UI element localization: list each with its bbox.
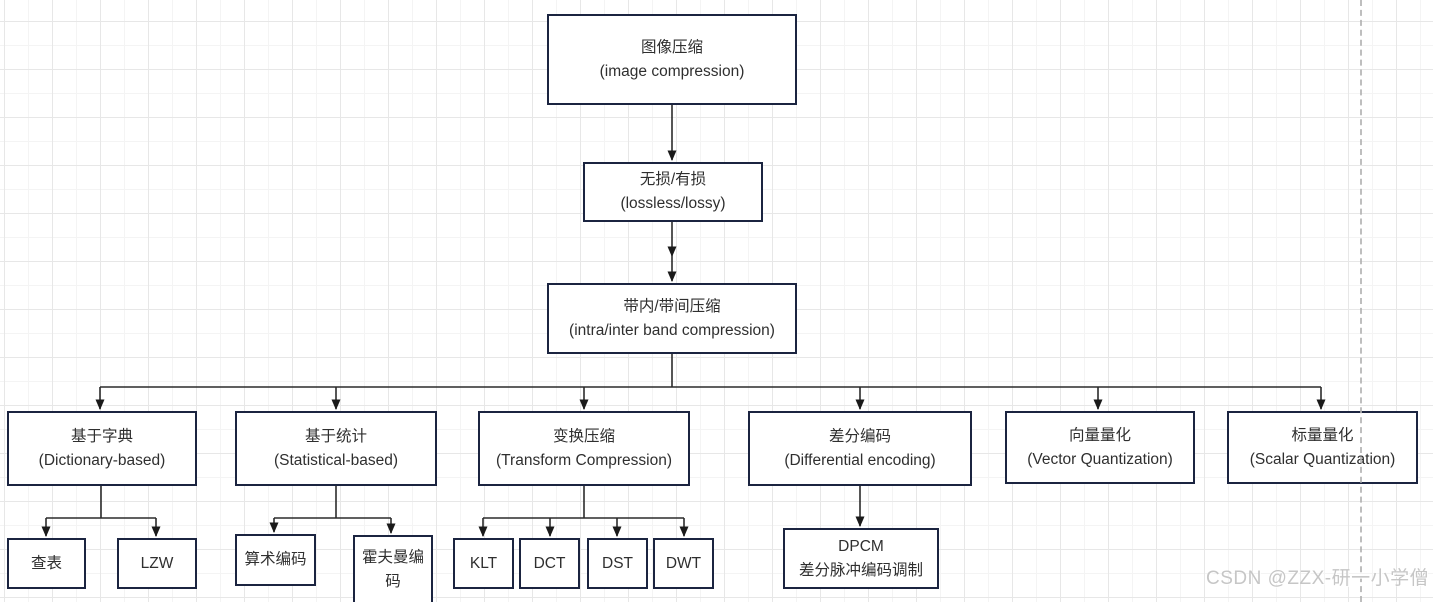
csdn-watermark: CSDN @ZZX-研一小学僧: [1206, 568, 1430, 589]
node-label: LZW: [140, 554, 174, 572]
node-label: 霍夫曼编: [361, 549, 424, 566]
node-dwt: DWT: [653, 538, 714, 589]
node-dictionary-based: 基于字典 (Dictionary-based): [7, 411, 197, 486]
node-band-compression: 带内/带间压缩 (intra/inter band compression): [547, 283, 797, 354]
node-label: (Vector Quantization): [1027, 450, 1173, 468]
node-label: DCT: [533, 554, 566, 572]
node-label: DPCM: [838, 537, 884, 555]
node-label: 算术编码: [244, 551, 307, 568]
node-differential-encoding: 差分编码 (Differential encoding): [748, 411, 972, 486]
node-label: 标量量化: [1291, 426, 1354, 444]
node-dpcm: DPCM 差分脉冲编码调制: [783, 528, 939, 589]
node-transform-compression: 变换压缩 (Transform Compression): [478, 411, 690, 486]
node-label: (lossless/lossy): [620, 195, 726, 212]
node-statistical-based: 基于统计 (Statistical-based): [235, 411, 437, 486]
node-label: 变换压缩: [552, 427, 615, 445]
node-label: (Statistical-based): [273, 451, 399, 469]
node-image-compression: 图像压缩 (image compression): [547, 14, 797, 105]
node-label: (Transform Compression): [496, 451, 672, 469]
node-klt: KLT: [453, 538, 514, 589]
node-lookup-table: 查表: [7, 538, 86, 589]
node-lzw: LZW: [117, 538, 197, 589]
node-scalar-quantization: 标量量化 (Scalar Quantization): [1227, 411, 1418, 484]
node-label: (Dictionary-based): [38, 451, 166, 469]
node-label: 差分编码: [828, 427, 891, 445]
node-label: 基于统计: [304, 427, 367, 445]
node-label: 无损/有损: [639, 171, 707, 188]
node-label: 基于字典: [70, 427, 133, 445]
node-label: 向量量化: [1068, 426, 1131, 444]
node-lossless-lossy: 无损/有损 (lossless/lossy): [583, 162, 763, 222]
node-label: (intra/inter band compression): [569, 321, 775, 339]
node-label: 差分脉冲编码调制: [798, 561, 923, 579]
node-label: 码: [385, 573, 401, 590]
node-label: 图像压缩: [640, 38, 703, 56]
node-dct: DCT: [519, 538, 580, 589]
node-label: 查表: [30, 554, 62, 572]
node-huffman-coding: 霍夫曼编码: [353, 535, 433, 602]
node-arithmetic-coding: 算术编码: [235, 534, 316, 586]
node-vector-quantization: 向量量化 (Vector Quantization): [1005, 411, 1195, 484]
node-label: DWT: [665, 554, 702, 572]
node-label: 带内/带间压缩: [623, 297, 721, 315]
node-dst: DST: [587, 538, 648, 589]
node-label: KLT: [469, 554, 498, 572]
node-label: (Differential encoding): [784, 451, 936, 469]
node-label: (image compression): [599, 62, 745, 80]
page-break-guide-line: [1360, 0, 1362, 602]
node-label: (Scalar Quantization): [1249, 450, 1396, 468]
node-label: DST: [602, 554, 633, 572]
